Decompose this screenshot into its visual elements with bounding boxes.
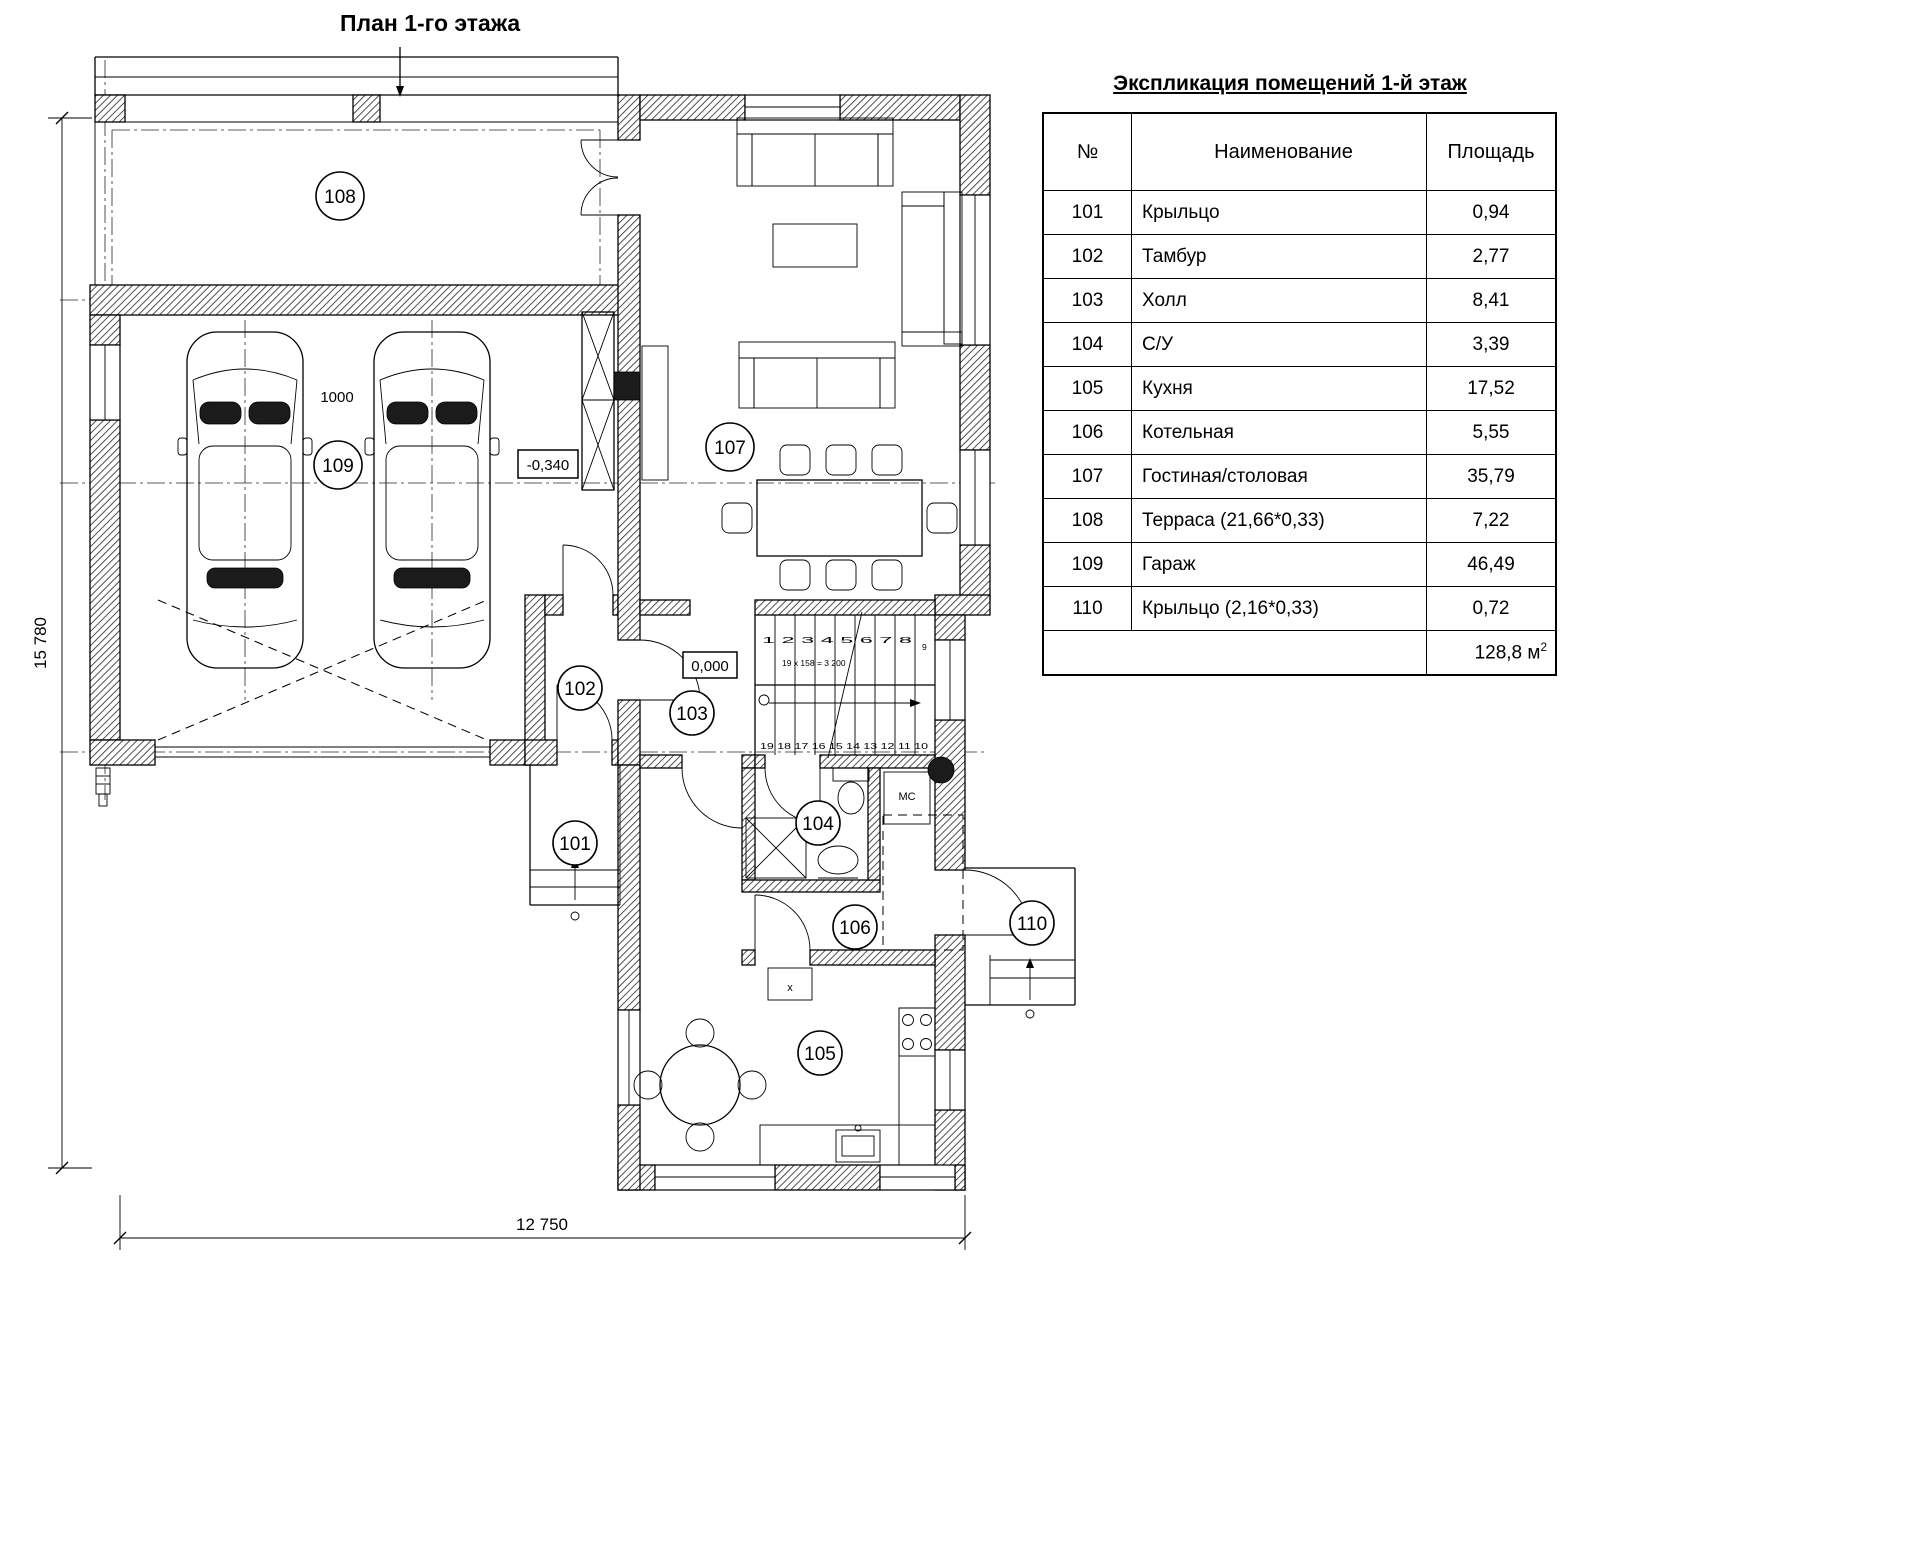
window-living-right-1 [959, 194, 991, 346]
kitchen-sink [835, 1124, 881, 1163]
dining-table [721, 444, 958, 591]
window-stairs [934, 639, 966, 721]
svg-text:МС: МС [898, 791, 915, 803]
door-boiler [754, 894, 811, 951]
terrace [94, 47, 619, 285]
legend-title: Экспликация помещений 1-й этаж [1113, 72, 1467, 95]
legend-total-value: 128,8 м2 [1426, 630, 1557, 676]
tv-cabinet [641, 345, 669, 481]
svg-text:110: 110 [1017, 914, 1047, 935]
window-kitchen-bottom-1 [654, 1164, 776, 1191]
stair-formula: 19 x 158 = 3 200 [782, 658, 846, 668]
svg-text:102: 102 [564, 679, 596, 700]
round-table [633, 1018, 767, 1152]
svg-text:x: x [787, 982, 793, 994]
room-label-106: 106 [832, 904, 878, 950]
level-mark-garage: -0,340 [517, 449, 579, 479]
downpipe [95, 767, 111, 807]
window-living-right-2 [959, 449, 991, 546]
room-label-104: 104 [795, 800, 841, 846]
room-label-101: 101 [552, 820, 598, 866]
living-room [641, 117, 963, 591]
sink [817, 845, 859, 879]
coffee-table [772, 223, 858, 268]
chimney-shaft [581, 311, 641, 491]
col-header-num: № [1042, 112, 1132, 191]
garage-door [155, 599, 490, 758]
svg-text:12 750: 12 750 [516, 1215, 568, 1234]
window-kitchen-left [617, 1009, 641, 1106]
svg-text:0,000: 0,000 [691, 658, 729, 675]
svg-text:105: 105 [804, 1044, 836, 1065]
kitchen: x [633, 967, 936, 1166]
room-labels: 108 109 107 102 103 101 104 106 110 105 [313, 171, 1055, 1076]
room-label-105: 105 [797, 1030, 843, 1076]
dimension-width: 12 750 [113, 1195, 972, 1250]
sofa [736, 117, 894, 187]
svg-text:108: 108 [324, 187, 356, 208]
boiler [882, 756, 964, 951]
col-header-name: Наименование [1131, 112, 1427, 191]
room-label-108: 108 [315, 171, 365, 221]
col-header-area: Площадь [1426, 112, 1557, 191]
floor-plan-drawing: 1000 -0,340 [31, 47, 1076, 1250]
door-hall-corridor [681, 767, 743, 829]
staircase: 1 2 3 4 5 6 7 8 9 19 18 17 16 15 14 13 1… [754, 611, 935, 759]
porch-110 [965, 867, 1076, 1019]
svg-text:104: 104 [802, 814, 834, 835]
washing-machine: МС [883, 771, 931, 825]
counter-right [898, 1007, 936, 1166]
stair-number-turn: 9 [922, 642, 927, 652]
toilet [832, 767, 870, 815]
svg-text:101: 101 [559, 834, 591, 855]
svg-text:109: 109 [322, 456, 354, 477]
legend-total-row: 128,8 м2 [1042, 630, 1557, 676]
door-terrace-double [580, 139, 619, 216]
legend-header-row: № Наименование Площадь [1042, 112, 1557, 191]
room-legend: Экспликация помещений 1-й этаж № Наимено… [1042, 72, 1557, 676]
sofa-2 [738, 341, 896, 409]
svg-text:107: 107 [714, 438, 746, 459]
dimension-height: 15 780 [31, 111, 92, 1175]
room-label-107: 107 [705, 422, 755, 472]
plan-title: План 1-го этажа [340, 10, 521, 36]
svg-text:-0,340: -0,340 [527, 457, 570, 474]
window-kitchen-right [934, 1049, 966, 1111]
legend-total-spacer [1042, 630, 1427, 676]
level-mark-zero: 0,000 [682, 651, 738, 679]
dim-gap-label: 1000 [320, 389, 353, 406]
svg-text:103: 103 [676, 704, 708, 725]
svg-text:15 780: 15 780 [31, 617, 50, 669]
counter-bottom [759, 1124, 936, 1166]
window-living-top [744, 94, 841, 121]
garage: 1000 -0,340 [95, 311, 641, 807]
corner-sofa [901, 191, 963, 347]
walls [89, 94, 991, 1191]
room-label-102: 102 [557, 665, 603, 711]
stair-numbers-top: 1 2 3 4 5 6 7 8 [762, 635, 913, 645]
room-label-110: 110 [1009, 900, 1055, 946]
window-kitchen-bottom-2 [879, 1164, 956, 1191]
door-garage-tambour [562, 544, 614, 596]
window-garage [89, 344, 121, 421]
section-arrowhead [396, 86, 404, 97]
svg-text:106: 106 [839, 918, 871, 939]
stair-numbers-bottom: 19 18 17 16 15 14 13 12 11 10 [760, 741, 928, 751]
stove [898, 1007, 936, 1057]
hood-vent: x [767, 967, 813, 1001]
room-label-103: 103 [669, 690, 715, 736]
windows [89, 94, 991, 1191]
room-label-109: 109 [313, 440, 363, 490]
